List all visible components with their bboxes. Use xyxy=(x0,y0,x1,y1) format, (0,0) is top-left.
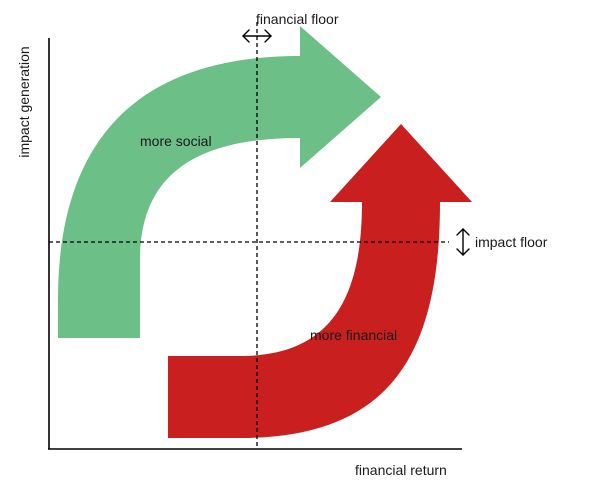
financial-floor-label: financial floor xyxy=(256,11,339,27)
x-axis-label: financial return xyxy=(355,462,447,478)
horizontal-double-arrow-icon xyxy=(242,29,272,43)
y-axis-label: impact generation xyxy=(16,46,32,157)
social-arrow xyxy=(58,26,381,338)
impact-floor-label: impact floor xyxy=(475,234,548,250)
vertical-double-arrow-icon xyxy=(456,228,470,256)
financial-arrow xyxy=(168,124,472,438)
social-arrow-label: more social xyxy=(140,133,212,149)
financial-arrow-label: more financial xyxy=(310,327,397,343)
